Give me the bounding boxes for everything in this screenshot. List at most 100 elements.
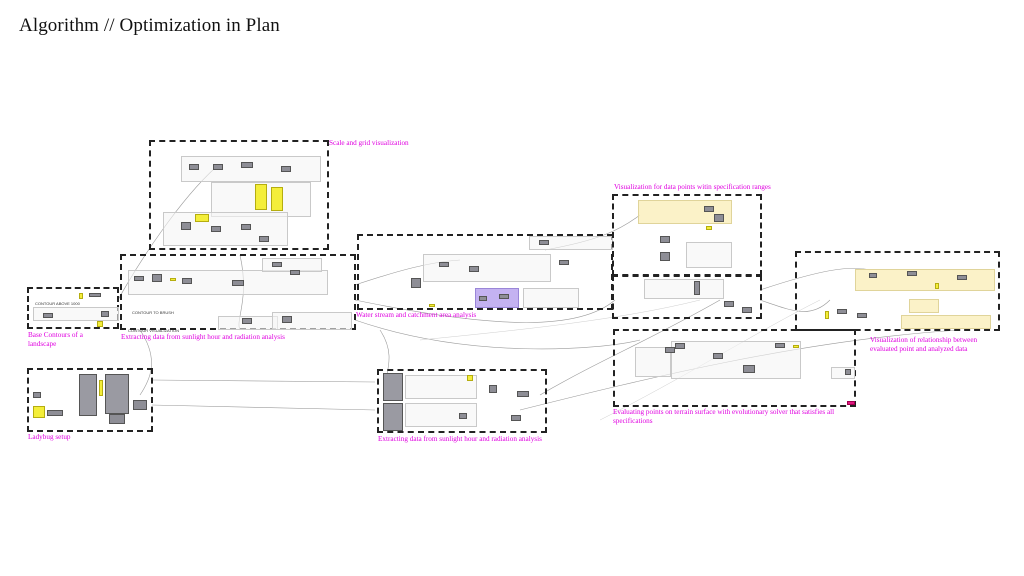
component-node[interactable] — [213, 164, 223, 170]
component-node[interactable] — [290, 270, 300, 275]
panel-node[interactable] — [33, 406, 45, 418]
component-node[interactable] — [43, 313, 53, 318]
component-node[interactable] — [675, 343, 685, 349]
component-node[interactable] — [559, 260, 569, 265]
component-node[interactable] — [837, 309, 847, 314]
component-node[interactable] — [743, 365, 755, 373]
component-node[interactable] — [181, 222, 191, 230]
node-group-highlighted — [909, 299, 939, 313]
panel-node[interactable] — [467, 375, 473, 381]
component-node[interactable] — [469, 266, 479, 272]
wire — [151, 379, 376, 383]
panel-node[interactable] — [935, 283, 939, 289]
group-title: CONTOUR TO BRUSH — [132, 310, 174, 315]
component-node[interactable] — [189, 164, 199, 170]
component-node[interactable] — [511, 415, 521, 421]
section-box-sunlight-radiation-2 — [377, 369, 547, 433]
wire — [354, 319, 641, 350]
component-node[interactable] — [282, 316, 292, 323]
panel-node[interactable] — [429, 304, 435, 307]
node-group — [523, 288, 579, 308]
component-node[interactable] — [704, 206, 714, 212]
group-title: CONTOUR ABOVE 1000 — [35, 301, 80, 306]
component-node[interactable] — [694, 281, 700, 295]
component-node[interactable] — [907, 271, 917, 276]
panel-node[interactable] — [79, 293, 83, 299]
section-label-scale-grid: Scale and grid visualization — [329, 139, 409, 147]
solver-output-node[interactable] — [847, 401, 855, 405]
component-node[interactable] — [105, 374, 129, 414]
component-node[interactable] — [101, 311, 109, 317]
component-node[interactable] — [79, 374, 97, 416]
component-node[interactable] — [724, 301, 734, 307]
component-node[interactable] — [259, 236, 269, 242]
component-node[interactable] — [660, 252, 670, 261]
node-group — [644, 279, 724, 299]
panel-node[interactable] — [271, 187, 283, 211]
component-node[interactable] — [281, 166, 291, 172]
panel-node[interactable] — [825, 311, 829, 319]
component-node[interactable] — [714, 214, 724, 222]
section-label-evolutionary-solver: Evaluating points on terrain surface wit… — [613, 408, 835, 425]
component-node[interactable] — [857, 313, 867, 318]
component-node[interactable] — [517, 391, 529, 397]
panel-node[interactable] — [97, 321, 103, 327]
panel-node[interactable] — [99, 380, 103, 396]
section-label-ladybug: Ladybug setup — [28, 433, 71, 441]
node-group — [831, 367, 855, 379]
component-node[interactable] — [241, 162, 253, 168]
component-node[interactable] — [539, 240, 549, 245]
component-node[interactable] — [211, 226, 221, 232]
component-node[interactable] — [845, 369, 851, 375]
wire — [539, 299, 721, 396]
panel-node[interactable] — [793, 345, 799, 348]
panel-node[interactable] — [706, 226, 712, 230]
panel-node[interactable] — [195, 214, 209, 222]
section-label-sunlight-radiation-1: Extracting data from sunlight hour and r… — [121, 333, 285, 341]
component-node[interactable] — [713, 353, 723, 359]
component-node[interactable] — [459, 413, 467, 419]
component-node[interactable] — [957, 275, 967, 280]
component-node[interactable] — [152, 274, 162, 282]
component-node[interactable] — [109, 414, 125, 424]
component-node[interactable] — [489, 385, 497, 393]
component-node[interactable] — [241, 224, 251, 230]
component-node[interactable] — [89, 293, 101, 297]
component-node[interactable] — [232, 280, 244, 286]
node-group — [272, 312, 352, 330]
component-node[interactable] — [742, 307, 752, 313]
component-node[interactable] — [383, 403, 403, 431]
component-node[interactable] — [383, 373, 403, 401]
component-node[interactable] — [439, 262, 449, 267]
component-node[interactable] — [272, 262, 282, 267]
node-group — [405, 375, 477, 399]
component-node[interactable] — [869, 273, 877, 278]
component-node[interactable] — [182, 278, 192, 284]
component-node[interactable] — [33, 392, 41, 398]
component-node[interactable] — [660, 236, 670, 243]
section-box-water-stream — [357, 234, 613, 310]
component-node[interactable] — [411, 278, 421, 288]
component-node[interactable] — [665, 347, 675, 353]
wire — [151, 404, 376, 411]
page-title: Algorithm // Optimization in Plan — [19, 15, 280, 36]
component-node[interactable] — [775, 343, 785, 348]
section-box-visualization-spec — [612, 194, 762, 276]
component-node[interactable] — [134, 276, 144, 281]
node-group-highlighted — [901, 315, 991, 329]
component-node[interactable] — [47, 410, 63, 416]
section-box-relationship-visual — [795, 251, 1000, 331]
node-group — [686, 242, 732, 268]
group-title: CONTOUR VISUALIZATION — [128, 328, 179, 333]
component-node[interactable] — [133, 400, 147, 410]
section-label-base-contours: Base Contours of a landscape — [28, 331, 83, 348]
panel-node[interactable] — [170, 278, 176, 281]
component-node[interactable] — [479, 296, 487, 301]
section-label-water-stream: Water stream and catchment area analysis — [356, 311, 477, 319]
component-node[interactable] — [242, 318, 252, 324]
section-box-ladybug — [27, 368, 153, 432]
component-node[interactable] — [499, 294, 509, 299]
node-group — [33, 307, 119, 321]
section-label-sunlight-radiation-2: Extracting data from sunlight hour and r… — [378, 435, 542, 443]
panel-node[interactable] — [255, 184, 267, 210]
